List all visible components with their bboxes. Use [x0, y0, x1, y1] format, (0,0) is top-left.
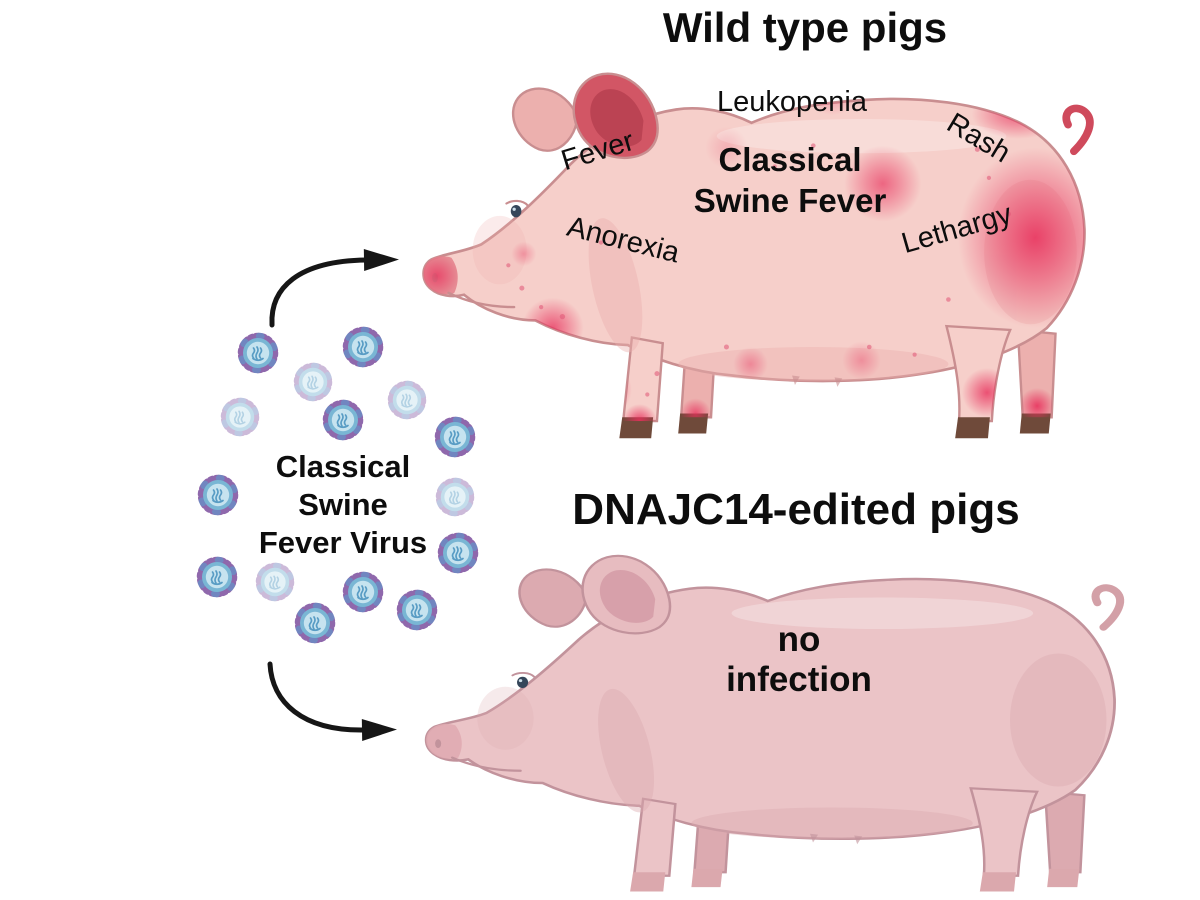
virus-particle	[346, 575, 380, 609]
virus-particle	[200, 560, 234, 594]
virus-particle-faded	[297, 366, 329, 398]
virus-particle-faded	[259, 566, 291, 598]
virus-particle	[438, 420, 472, 454]
virus-particle	[400, 593, 434, 627]
virus-label-line1: Classical	[275, 449, 411, 484]
wild-type-title: Wild type pigs	[662, 3, 948, 51]
no-infection-label: no infection	[726, 620, 872, 700]
virus-particle	[298, 606, 332, 640]
virus-label-line3: Fever Virus	[258, 525, 428, 560]
no-infection-line1: no	[777, 620, 821, 659]
virus-particle	[441, 536, 475, 570]
infection-arrow-top	[269, 249, 399, 328]
disease-line2: Swine Fever	[693, 182, 887, 219]
virus-particle-faded	[439, 481, 471, 513]
virus-label: Classical Swine Fever Virus	[259, 448, 427, 562]
no-infection-line2: infection	[726, 660, 872, 699]
symptom-leukopenia: Leukopenia	[717, 86, 867, 119]
virus-particle-faded	[224, 401, 256, 433]
disease-line1: Classical	[718, 141, 862, 178]
virus-particle	[241, 336, 275, 370]
virus-particle-faded	[391, 384, 423, 416]
edited-pig-illustration	[426, 556, 1120, 892]
rash-dots	[506, 143, 1011, 397]
virus-label-line2: Swine	[298, 487, 388, 522]
virus-particle	[201, 478, 235, 512]
virus-particle	[346, 330, 380, 364]
disease-label: Classical Swine Fever	[694, 139, 887, 221]
virus-particle	[326, 403, 360, 437]
infection-arrow-bottom	[267, 661, 397, 742]
edited-pigs-title: DNAJC14-edited pigs	[572, 484, 1020, 534]
